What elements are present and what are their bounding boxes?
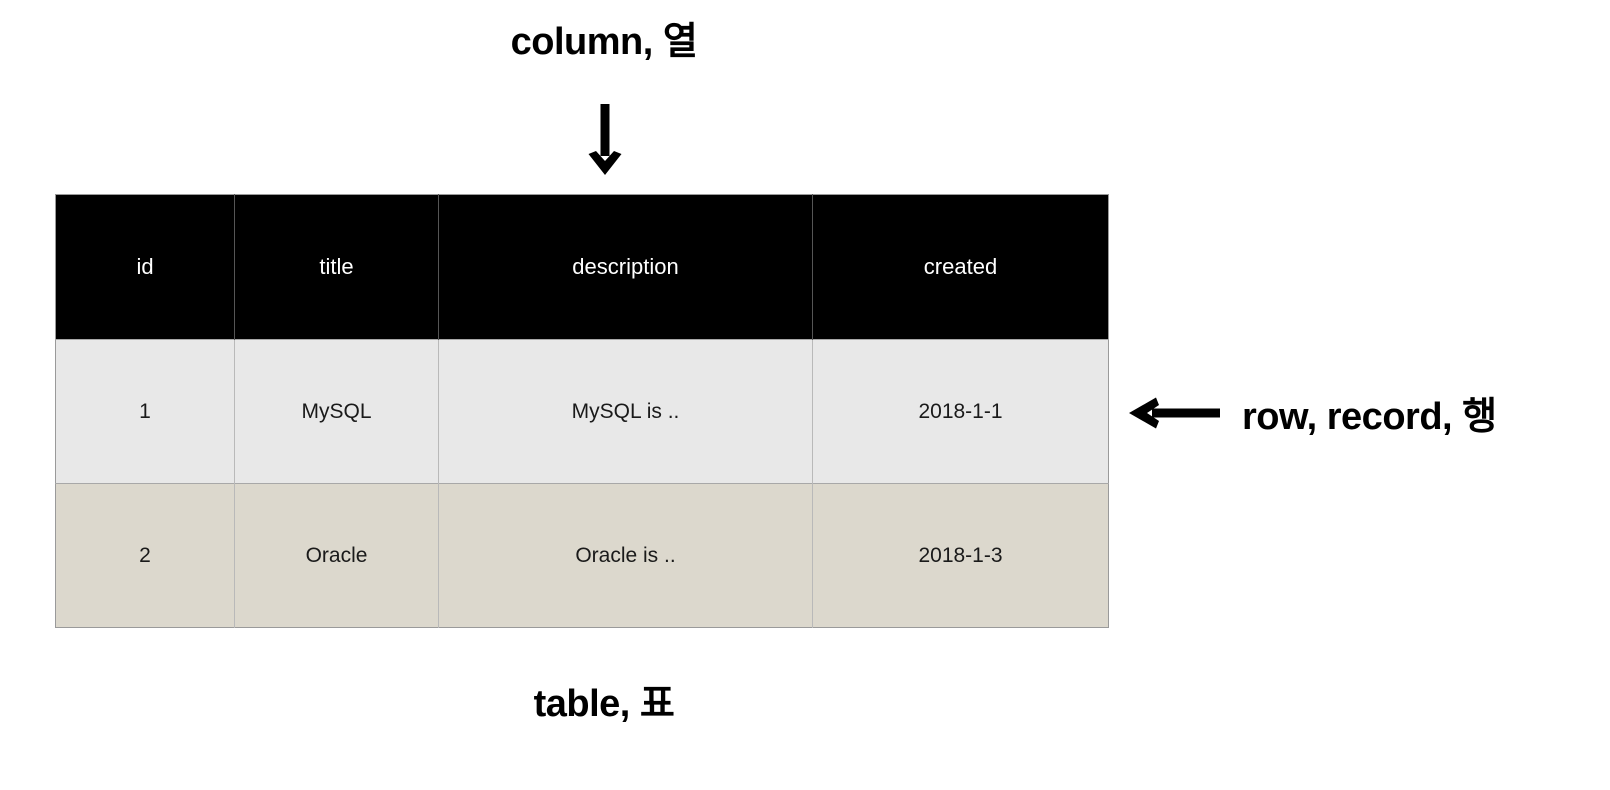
column-annotation-label: column, 열 <box>510 21 698 63</box>
row-annotation: row, record, 행 <box>1128 385 1497 440</box>
cell-title: Oracle <box>234 483 439 628</box>
row-annotation-label: row, record, 행 <box>1242 396 1497 438</box>
column-header-id: id <box>55 194 235 340</box>
column-header-created: created <box>812 194 1109 340</box>
table-header-row: id title description created <box>55 194 1109 340</box>
cell-title: MySQL <box>234 339 439 484</box>
cell-id: 2 <box>55 483 235 628</box>
table-row: 1 MySQL MySQL is .. 2018-1-1 <box>55 339 1109 484</box>
table-caption: table, 표 <box>0 672 1208 727</box>
column-annotation: column, 열 <box>0 21 1208 64</box>
table-caption-label: table, 표 <box>533 683 675 725</box>
cell-description: Oracle is .. <box>438 483 813 628</box>
cell-id: 1 <box>55 339 235 484</box>
cell-created: 2018-1-1 <box>812 339 1109 484</box>
database-table: id title description created 1 MySQL MyS… <box>55 194 1109 628</box>
cell-description: MySQL is .. <box>438 339 813 484</box>
table-row: 2 Oracle Oracle is .. 2018-1-3 <box>55 483 1109 628</box>
column-header-description: description <box>438 194 813 340</box>
arrow-left-icon <box>1128 390 1220 436</box>
cell-created: 2018-1-3 <box>812 483 1109 628</box>
column-header-title: title <box>234 194 439 340</box>
arrow-down-icon <box>585 104 625 176</box>
